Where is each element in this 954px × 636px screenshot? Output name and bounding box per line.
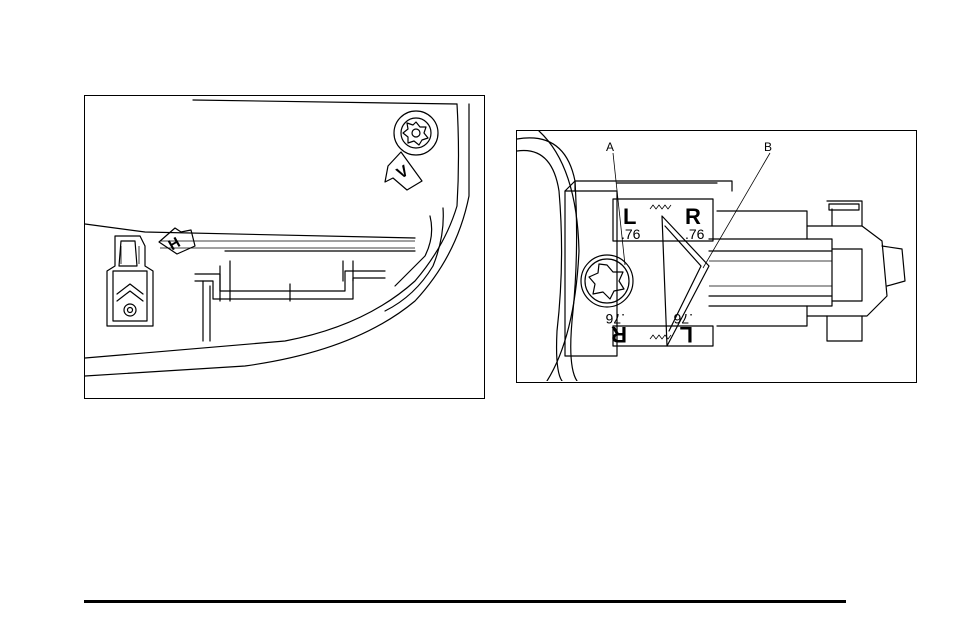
vertical-adjuster-label: V bbox=[394, 162, 412, 182]
callout-b: B bbox=[764, 140, 772, 154]
label-right-bottom: L bbox=[680, 322, 693, 347]
horizontal-adjuster-label: H bbox=[165, 234, 183, 254]
label-left-value: .76 bbox=[621, 226, 641, 242]
label-right-value: .76 bbox=[685, 226, 705, 242]
label-left-bottom: R bbox=[611, 322, 627, 347]
adjuster-detail-illustration: L R .76 .76 .76 .76 R L A B bbox=[517, 131, 915, 381]
headlamp-adjuster-figure: V H bbox=[84, 95, 485, 399]
callout-a: A bbox=[606, 140, 614, 154]
aim-adjuster-detail-figure: L R .76 .76 .76 .76 R L A B bbox=[516, 130, 917, 383]
page-footer-rule bbox=[84, 600, 846, 603]
headlamp-illustration: V H bbox=[85, 96, 483, 397]
